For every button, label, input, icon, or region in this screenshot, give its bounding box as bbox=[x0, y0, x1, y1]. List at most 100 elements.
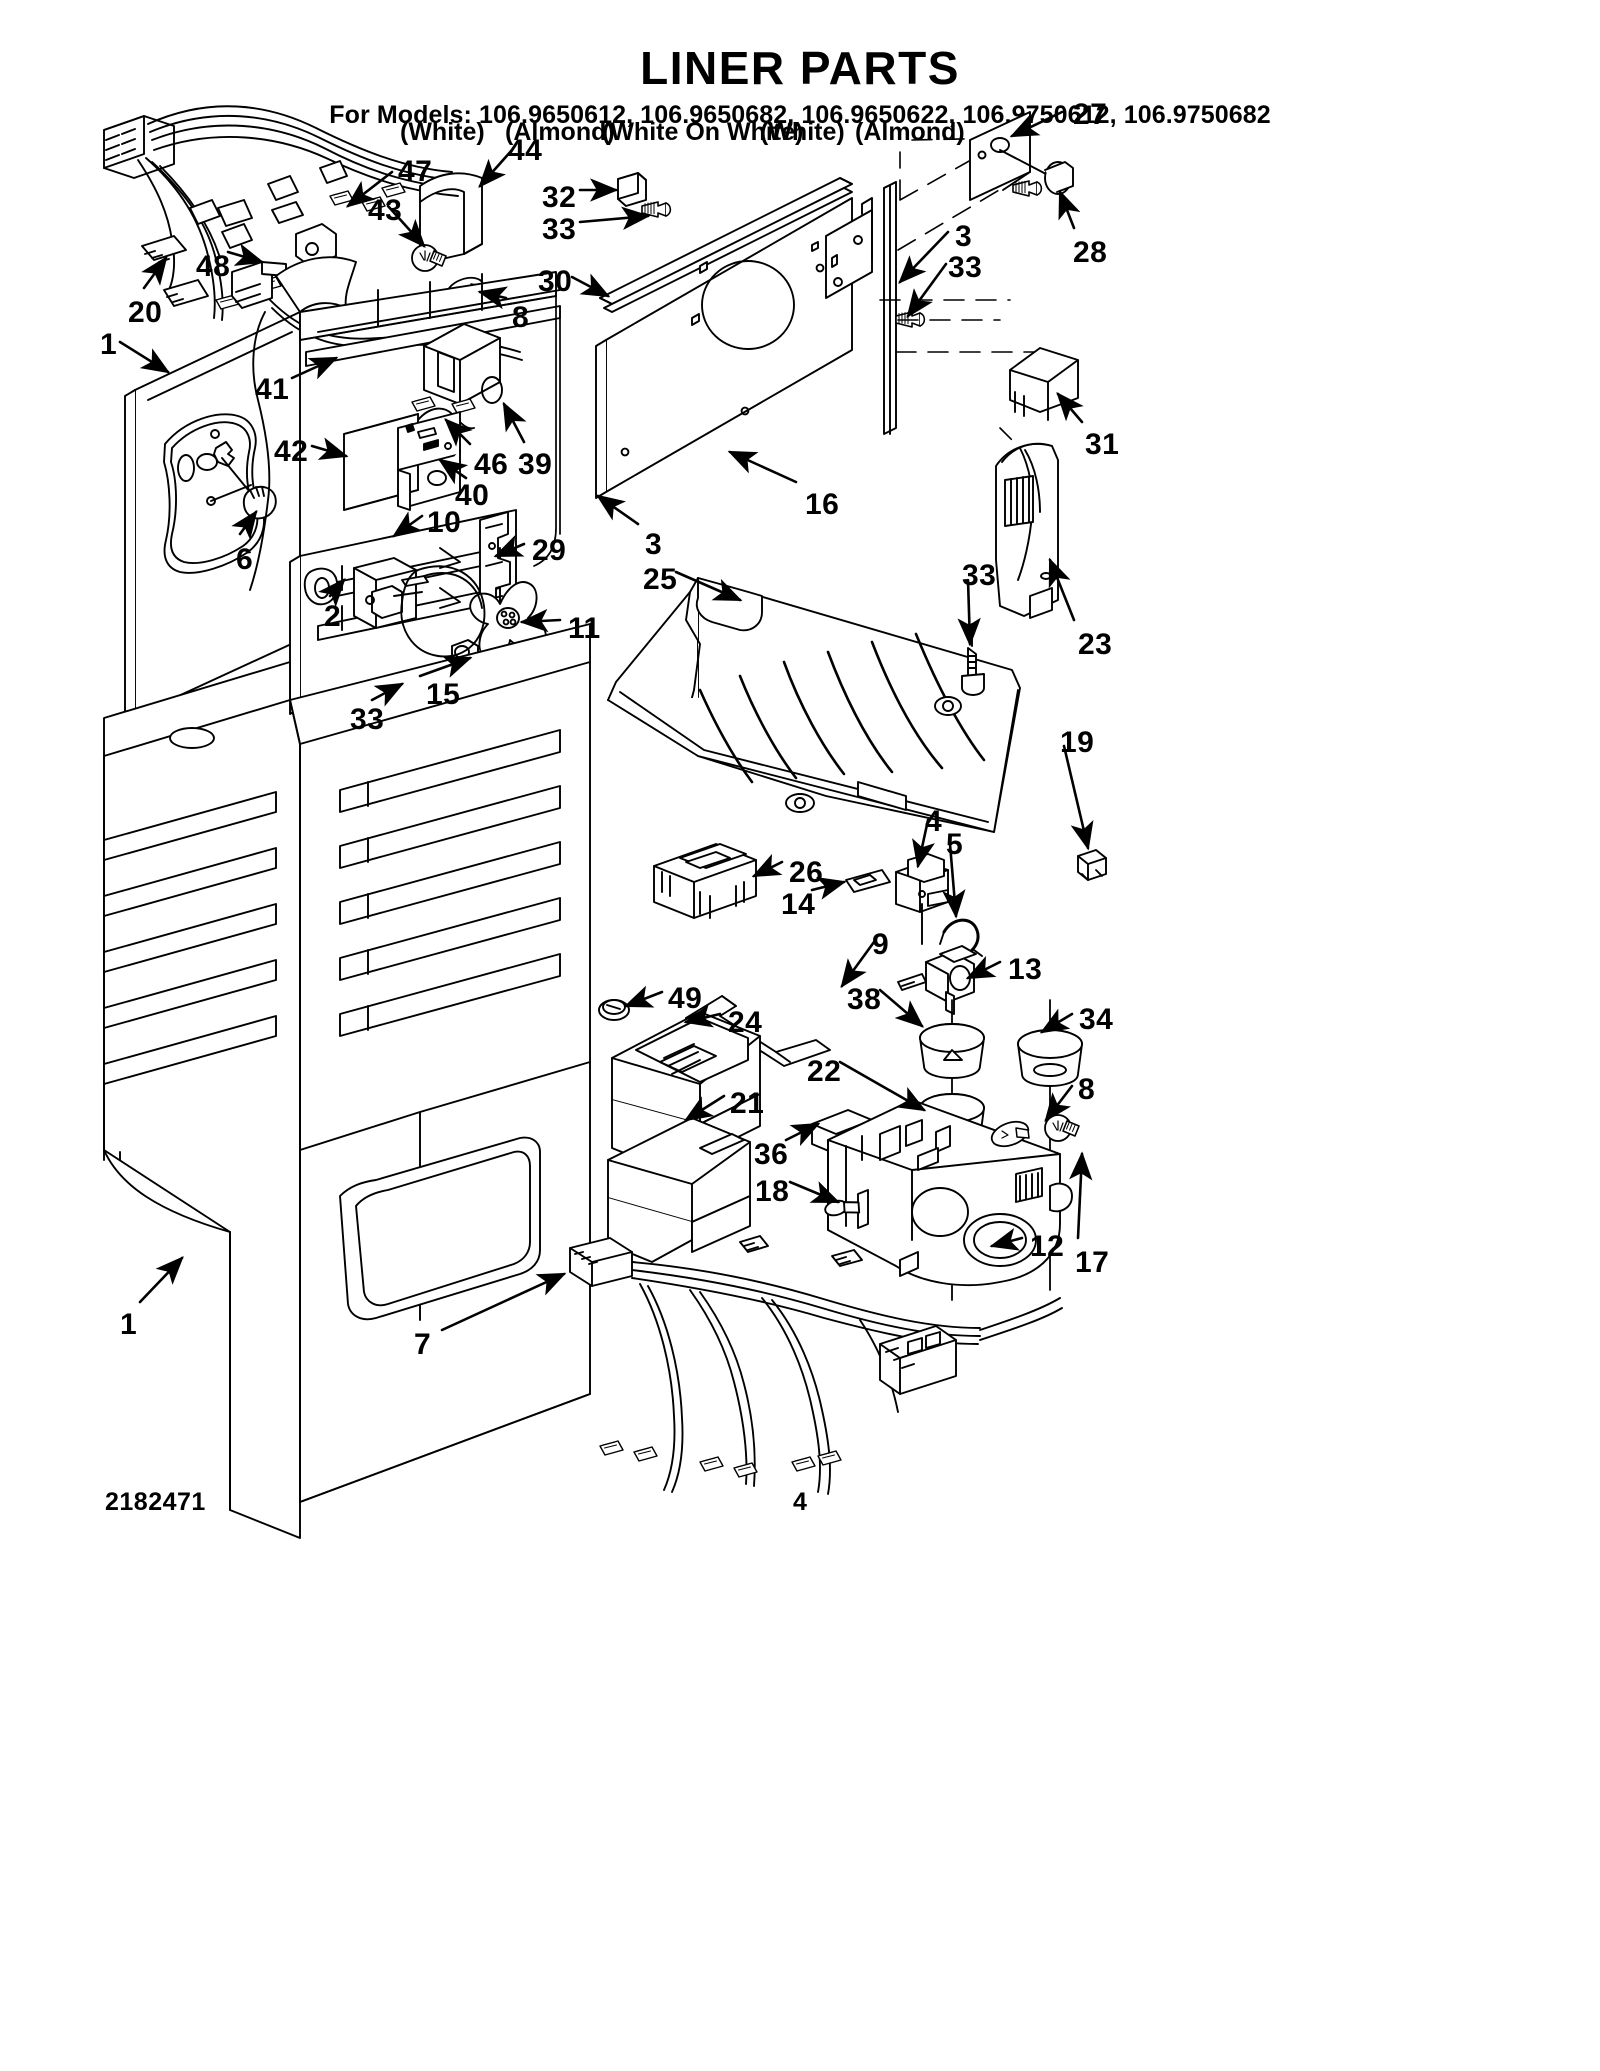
callout-36[interactable]: 36 bbox=[754, 1138, 789, 1171]
part-25-drain-pan bbox=[607, 577, 1021, 833]
leader-3b bbox=[595, 494, 640, 526]
callout-14[interactable]: 14 bbox=[781, 888, 816, 921]
callout-33-b[interactable]: 33 bbox=[948, 251, 983, 284]
leader-20 bbox=[141, 255, 168, 290]
diagram-header: LINER PARTS For Models: 106.9650612, 106… bbox=[0, 44, 1600, 130]
part-13-bracket bbox=[897, 945, 977, 1015]
page-title: LINER PARTS bbox=[640, 42, 960, 94]
callout-48[interactable]: 48 bbox=[196, 250, 231, 283]
callout-28[interactable]: 28 bbox=[1073, 236, 1108, 269]
leader-6 bbox=[231, 509, 258, 540]
callout-44[interactable]: 44 bbox=[508, 134, 543, 167]
callout-33-c[interactable]: 33 bbox=[962, 559, 997, 592]
leader-49 bbox=[623, 985, 664, 1008]
leader-23 bbox=[1048, 557, 1076, 622]
part-14-label bbox=[845, 869, 891, 893]
model-color-0: (White) bbox=[400, 118, 485, 146]
part-38-cup bbox=[919, 1023, 985, 1079]
callout-9[interactable]: 9 bbox=[872, 928, 890, 961]
part-32-grommet bbox=[617, 172, 647, 207]
callout-19[interactable]: 19 bbox=[1060, 726, 1095, 759]
footer-document-number: 2182471 bbox=[105, 1488, 206, 1516]
callout-15[interactable]: 15 bbox=[426, 678, 461, 711]
callout-17[interactable]: 17 bbox=[1075, 1246, 1110, 1279]
callout-26[interactable]: 26 bbox=[789, 856, 824, 889]
part-40-bracket bbox=[397, 411, 461, 511]
leader-17 bbox=[1069, 1151, 1093, 1240]
leader-12 bbox=[989, 1227, 1024, 1251]
leader-47 bbox=[345, 170, 394, 208]
callout-30[interactable]: 30 bbox=[538, 265, 573, 298]
callout-4[interactable]: 4 bbox=[925, 805, 943, 838]
leader-21 bbox=[683, 1094, 726, 1122]
callout-21[interactable]: 21 bbox=[730, 1087, 765, 1120]
leader-1b bbox=[138, 1256, 184, 1304]
leader-34 bbox=[1039, 1008, 1074, 1034]
leader-14 bbox=[810, 876, 847, 900]
leader-3a bbox=[898, 230, 950, 284]
part-34-cup bbox=[1017, 1029, 1083, 1087]
leader-33a bbox=[578, 206, 651, 230]
callout-23[interactable]: 23 bbox=[1078, 628, 1113, 661]
callout-8-b[interactable]: 8 bbox=[1078, 1073, 1096, 1106]
part-26-module bbox=[653, 843, 757, 919]
leader-4 bbox=[912, 818, 935, 869]
leader-39 bbox=[502, 401, 527, 444]
models-line: For Models: 106.9650612, 106.9650682, 10… bbox=[329, 101, 1271, 130]
callout-42[interactable]: 42 bbox=[274, 435, 309, 468]
model-color-4: (Almond) bbox=[855, 118, 965, 146]
callout-11[interactable]: 11 bbox=[568, 612, 601, 645]
model-color-1: (Almond) bbox=[505, 118, 615, 146]
callout-31[interactable]: 31 bbox=[1085, 428, 1120, 461]
callout-33-d[interactable]: 33 bbox=[350, 703, 385, 736]
leader-48 bbox=[226, 243, 265, 266]
leader-18 bbox=[788, 1180, 841, 1204]
leader-43 bbox=[386, 204, 426, 248]
callout-34[interactable]: 34 bbox=[1079, 1003, 1114, 1036]
leader-8b bbox=[1044, 1084, 1074, 1123]
callout-8-a[interactable]: 8 bbox=[512, 301, 530, 334]
model-color-3: (White) bbox=[760, 118, 845, 146]
callout-49[interactable]: 49 bbox=[668, 982, 703, 1015]
callout-40[interactable]: 40 bbox=[455, 479, 490, 512]
callout-46[interactable]: 46 bbox=[474, 448, 509, 481]
callout-7[interactable]: 7 bbox=[414, 1328, 432, 1361]
callout-39[interactable]: 39 bbox=[518, 448, 553, 481]
callout-2[interactable]: 2 bbox=[324, 600, 342, 633]
leader-19 bbox=[1062, 744, 1094, 851]
callout-16[interactable]: 16 bbox=[805, 488, 840, 521]
part-3-strip bbox=[883, 181, 897, 435]
callout-24[interactable]: 24 bbox=[728, 1006, 763, 1039]
callout-38[interactable]: 38 bbox=[847, 983, 882, 1016]
leader-44 bbox=[478, 148, 514, 188]
part-49-washer bbox=[598, 999, 630, 1021]
part-33-screw-a bbox=[641, 201, 672, 218]
part-1-cabinet-front bbox=[103, 623, 591, 1539]
callout-25[interactable]: 25 bbox=[643, 563, 678, 596]
callout-3-b[interactable]: 3 bbox=[645, 528, 663, 561]
leader-27 bbox=[1009, 110, 1064, 138]
callout-3-a[interactable]: 3 bbox=[955, 220, 973, 253]
callout-47[interactable]: 47 bbox=[398, 155, 433, 188]
callout-41[interactable]: 41 bbox=[255, 373, 290, 406]
callout-32[interactable]: 32 bbox=[542, 181, 577, 214]
model-color-2: (White On White) bbox=[602, 118, 804, 146]
callout-27[interactable]: 27 bbox=[1073, 98, 1108, 131]
callout-22[interactable]: 22 bbox=[807, 1055, 842, 1088]
leader-9 bbox=[840, 940, 876, 989]
callout-43[interactable]: 43 bbox=[368, 194, 403, 227]
callout-6[interactable]: 6 bbox=[236, 543, 254, 576]
callout-29[interactable]: 29 bbox=[532, 534, 567, 567]
leader-13 bbox=[965, 955, 1002, 980]
callout-5[interactable]: 5 bbox=[946, 828, 964, 861]
callout-10[interactable]: 10 bbox=[427, 506, 462, 539]
callout-33-a[interactable]: 33 bbox=[542, 213, 577, 246]
callout-20[interactable]: 20 bbox=[128, 296, 163, 329]
callout-18[interactable]: 18 bbox=[755, 1175, 790, 1208]
callout-1-top[interactable]: 1 bbox=[100, 328, 118, 361]
callout-12[interactable]: 12 bbox=[1030, 1230, 1065, 1263]
callout-13[interactable]: 13 bbox=[1008, 953, 1043, 986]
leader-15 bbox=[418, 655, 473, 678]
callout-1-bottom[interactable]: 1 bbox=[120, 1308, 138, 1341]
